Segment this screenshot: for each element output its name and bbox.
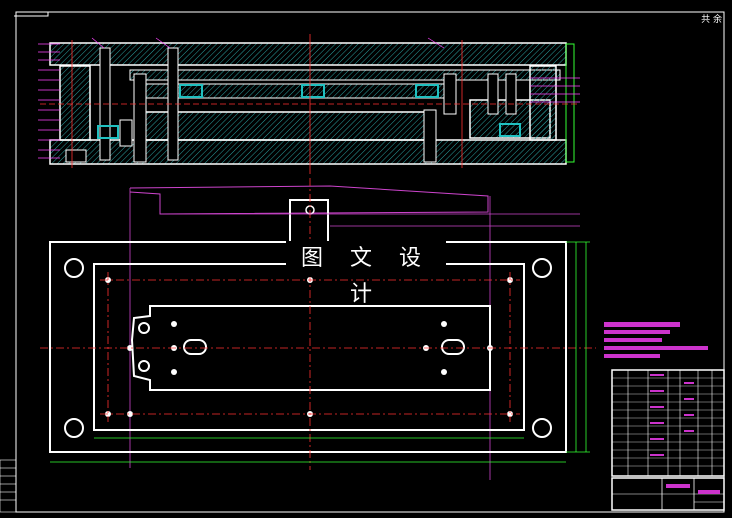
corner-label: 共 余 <box>701 15 722 25</box>
spring <box>97 125 119 139</box>
frame-tab <box>14 12 49 17</box>
plan-centerlines <box>40 178 596 470</box>
revision-strip <box>0 459 17 513</box>
section-view <box>49 42 575 165</box>
spring <box>415 84 439 98</box>
guide-hole <box>64 418 84 438</box>
screw-holes <box>105 277 513 417</box>
drawing-frame <box>15 11 725 513</box>
guide-hole <box>64 258 84 278</box>
technical-notes <box>604 322 708 358</box>
spring <box>179 84 203 98</box>
section-centerlines <box>40 34 580 174</box>
plan-dimensions <box>50 241 590 463</box>
guide-hole <box>532 258 552 278</box>
spring <box>301 84 325 98</box>
section-dimension-lines <box>160 213 580 227</box>
spring <box>499 123 521 137</box>
guide-hole <box>532 418 552 438</box>
bom-table <box>611 369 725 477</box>
watermark: 图 文 设 计 <box>286 241 446 307</box>
plan-view <box>49 185 567 480</box>
section-leaders <box>38 37 580 159</box>
spring-set <box>97 84 521 139</box>
title-block <box>611 477 725 511</box>
